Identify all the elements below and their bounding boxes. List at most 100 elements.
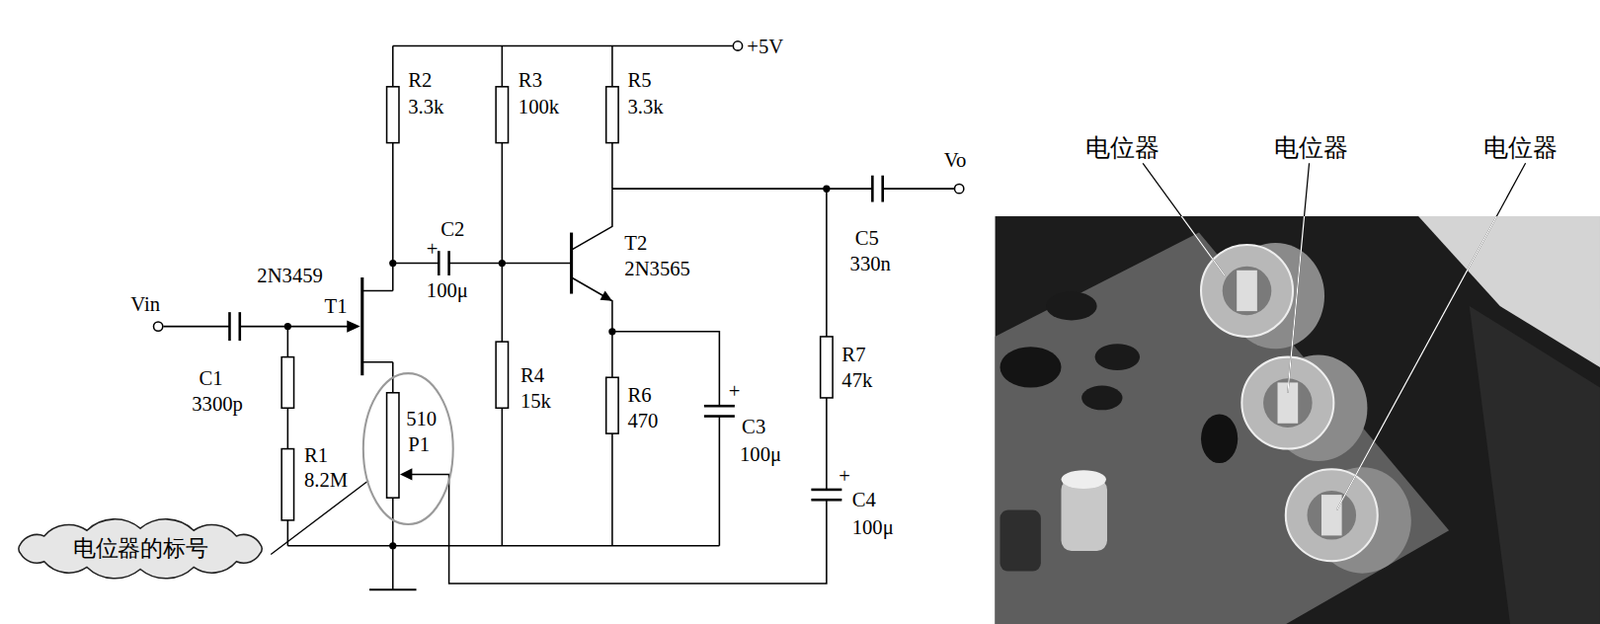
leader-line bbox=[1336, 162, 1525, 510]
component-label: 15k bbox=[520, 391, 552, 412]
capacitor-plate bbox=[810, 498, 842, 502]
component-label: 3300p bbox=[191, 394, 243, 415]
potentiometer bbox=[1263, 378, 1313, 428]
wire bbox=[407, 188, 827, 584]
capacitor-plate bbox=[810, 488, 842, 492]
leader-line bbox=[1336, 216, 1525, 511]
capacitor-plate bbox=[871, 175, 875, 203]
component-label: R4 bbox=[520, 365, 545, 387]
component-label: R5 bbox=[627, 69, 651, 90]
component-label: R7 bbox=[841, 343, 866, 365]
transistor-symbol bbox=[360, 277, 364, 376]
component-label: 47k bbox=[841, 369, 873, 391]
component-label: 100μ bbox=[426, 279, 469, 301]
transistor-symbol bbox=[346, 320, 360, 332]
resistor-symbol bbox=[387, 86, 400, 144]
leader-line bbox=[1142, 216, 1225, 276]
photo-content bbox=[1081, 386, 1122, 411]
component-label: Vin bbox=[130, 294, 160, 316]
wire bbox=[612, 187, 956, 190]
part-label: 510 bbox=[405, 407, 437, 429]
terminal bbox=[955, 183, 964, 193]
terminal bbox=[153, 41, 963, 331]
resistor-symbol bbox=[495, 86, 508, 144]
ellipse-outline bbox=[363, 373, 454, 525]
component-label: C4 bbox=[852, 489, 877, 511]
wire bbox=[571, 188, 613, 250]
junction-dot bbox=[389, 259, 397, 267]
part-label: P1 bbox=[407, 433, 430, 455]
component-label: + bbox=[838, 465, 851, 486]
potentiometer bbox=[1200, 244, 1293, 337]
leader-line bbox=[270, 480, 369, 556]
leader-line bbox=[1287, 216, 1310, 394]
resistor-symbol bbox=[606, 86, 619, 144]
resistor-symbol bbox=[281, 449, 294, 521]
wire bbox=[287, 545, 720, 548]
capacitor-plate bbox=[239, 312, 242, 341]
highlight-ellipse: 510P1 bbox=[362, 372, 455, 526]
junction-dot bbox=[284, 185, 831, 551]
resistor-symbol bbox=[387, 393, 400, 498]
ground-symbol bbox=[369, 588, 417, 591]
photo-callout: 电位器 bbox=[1274, 135, 1348, 160]
potentiometer bbox=[1236, 270, 1258, 312]
component-label: 100μ bbox=[739, 443, 782, 465]
wire bbox=[162, 45, 956, 590]
photo-content bbox=[1060, 470, 1106, 489]
junction-dot bbox=[608, 327, 616, 335]
photo-callout: 电位器 bbox=[1483, 135, 1557, 160]
component-label: C3 bbox=[741, 416, 766, 438]
component-label: 330n bbox=[850, 252, 891, 274]
wire bbox=[612, 331, 720, 547]
junction-dot bbox=[284, 322, 292, 330]
wire bbox=[393, 262, 572, 265]
photo-content bbox=[999, 510, 1040, 572]
component-label: R6 bbox=[627, 385, 651, 406]
photo-content bbox=[1469, 306, 1600, 624]
component-label: 3.3k bbox=[407, 95, 444, 117]
capacitor-plate bbox=[704, 404, 735, 408]
component-label: 100k bbox=[518, 95, 560, 117]
photo-content bbox=[1200, 413, 1238, 464]
wiper-arrow bbox=[400, 468, 412, 480]
component-label: T1 bbox=[324, 296, 348, 318]
potentiometer bbox=[1285, 469, 1378, 561]
callout-text: 电位器的标号 bbox=[73, 537, 208, 560]
cloud-outline bbox=[18, 519, 262, 579]
potentiometer bbox=[1241, 357, 1334, 450]
component-label: C5 bbox=[855, 227, 880, 248]
component-label: R2 bbox=[407, 69, 432, 90]
component-label: T2 bbox=[624, 233, 647, 254]
component-label: 3.3k bbox=[627, 95, 663, 117]
terminal bbox=[732, 41, 742, 51]
transistor-symbol bbox=[569, 233, 573, 295]
photo-content bbox=[994, 216, 1600, 624]
component-label: +5V bbox=[746, 35, 784, 57]
callout-cloud: 电位器的标号 bbox=[4, 518, 276, 580]
photo-content bbox=[1060, 480, 1107, 552]
potentiometer bbox=[1200, 242, 1412, 574]
terminal bbox=[153, 321, 162, 331]
junction-dot bbox=[498, 259, 506, 267]
ground-symbol bbox=[369, 588, 417, 591]
component-label: R1 bbox=[304, 444, 328, 466]
capacitor-plate bbox=[880, 175, 884, 203]
component-label: 100μ bbox=[852, 517, 894, 539]
capacitor-plate bbox=[228, 312, 232, 341]
capacitor-plate bbox=[704, 414, 735, 418]
potentiometer bbox=[1321, 494, 1343, 536]
wire bbox=[363, 45, 394, 291]
component-label: Vo bbox=[944, 150, 967, 171]
junction-dot bbox=[389, 542, 397, 550]
photo-content bbox=[999, 346, 1061, 388]
leader-line bbox=[1287, 162, 1310, 393]
junction-dot bbox=[822, 185, 830, 193]
resistor-symbol bbox=[281, 357, 294, 409]
capacitor-plate bbox=[229, 175, 882, 501]
wire bbox=[393, 45, 733, 48]
transistor-symbol bbox=[599, 290, 612, 301]
